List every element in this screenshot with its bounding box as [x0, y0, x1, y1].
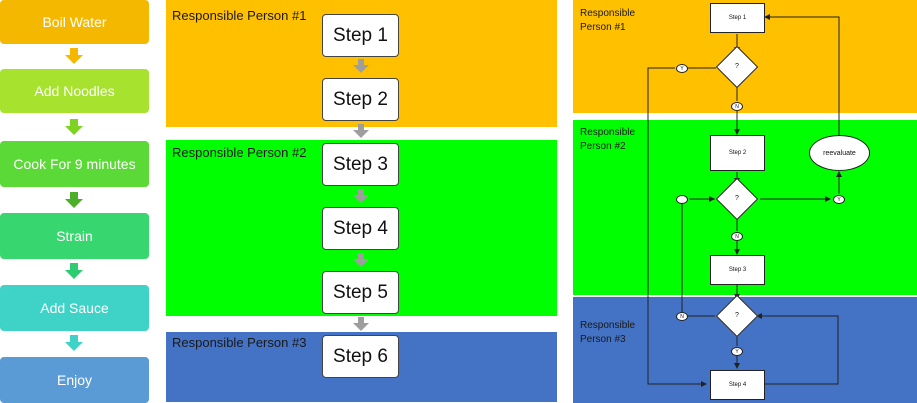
yes-connector: Y — [833, 195, 845, 204]
down-arrow-icon — [353, 253, 369, 269]
no-connector: N — [731, 102, 743, 111]
no-connector: N — [731, 232, 743, 241]
flow-step-3-box: Step 3 — [710, 255, 765, 285]
down-arrow-icon — [65, 335, 83, 351]
yes-connector: Y — [731, 347, 743, 356]
swimlane-label-2: Responsible Person #2 — [172, 145, 307, 160]
decision-1-label: ? — [735, 63, 739, 70]
step-2-box: Step 2 — [322, 78, 399, 121]
no-connector: N — [676, 312, 688, 321]
yes-connector: Y — [676, 64, 688, 73]
step-1-box: Step 1 — [322, 14, 399, 57]
flow-step-4-box: Step 4 — [710, 370, 765, 400]
decision-3-label: ? — [735, 312, 739, 319]
down-arrow-icon — [353, 189, 369, 205]
down-arrow-icon — [353, 317, 369, 333]
down-arrow-icon — [65, 119, 83, 135]
swimlane-label-3: Responsible Person #3 — [172, 335, 307, 350]
process-step-strain: Strain — [0, 213, 149, 259]
swimlane-label-1: Responsible Person #1 — [172, 8, 307, 23]
down-arrow-icon — [353, 59, 369, 75]
flow-step-2-box: Step 2 — [710, 135, 765, 171]
blank-connector — [676, 195, 688, 204]
down-arrow-icon — [65, 48, 83, 64]
step-3-box: Step 3 — [322, 143, 399, 186]
step-4-box: Step 4 — [322, 207, 399, 250]
step-5-box: Step 5 — [322, 271, 399, 314]
process-step-cook: Cook For 9 minutes — [0, 141, 149, 187]
down-arrow-icon — [65, 192, 83, 208]
process-step-enjoy: Enjoy — [0, 357, 149, 403]
down-arrow-icon — [65, 263, 83, 279]
process-step-add-noodles: Add Noodles — [0, 69, 149, 113]
process-step-boil-water: Boil Water — [0, 0, 149, 44]
flow-step-1-box: Step 1 — [710, 3, 765, 33]
decision-2-label: ? — [735, 195, 739, 202]
down-arrow-icon — [353, 124, 369, 140]
reevaluate-oval: reevaluate — [809, 135, 870, 171]
process-step-add-sauce: Add Sauce — [0, 285, 149, 331]
step-6-box: Step 6 — [322, 335, 399, 378]
